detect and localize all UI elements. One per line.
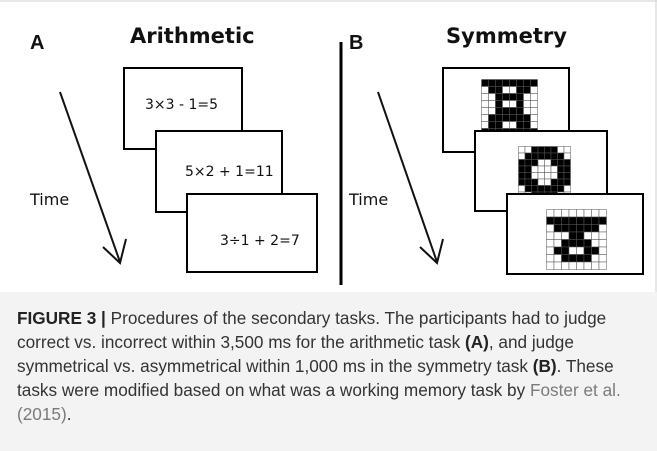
panel-a-label: A xyxy=(30,32,45,54)
panel-a-title: Arithmetic xyxy=(130,24,255,48)
panel-b-title: Symmetry xyxy=(446,24,567,48)
panel-a-time-arrow xyxy=(59,91,127,265)
panel-b-time-label: Time xyxy=(349,190,389,209)
caption-ref-a: (A) xyxy=(464,332,489,352)
panel-divider xyxy=(339,42,343,285)
caption-text-1: Procedures of the secondary tasks. The p… xyxy=(17,308,607,352)
arithmetic-equation-1: 3×3 - 1=5 xyxy=(145,97,219,113)
arithmetic-equation-2: 5×2 + 1=11 xyxy=(185,164,274,180)
caption-citation-link[interactable]: Foster et al. (2015) xyxy=(17,380,621,424)
arithmetic-card-3: 3÷1 + 2=7 xyxy=(186,193,318,273)
pixel-grid-svg xyxy=(546,209,607,270)
panel-a-time-label: Time xyxy=(30,190,70,209)
caption-box xyxy=(0,292,657,451)
caption-ref-b: (B) xyxy=(532,356,557,376)
caption-text-3: . These tasks were modified based on wha… xyxy=(17,356,614,400)
caption-text-4: . xyxy=(66,404,72,424)
panel-b-time-arrow xyxy=(377,91,444,265)
pixel-cell xyxy=(598,261,607,270)
figure-label: FIGURE 3 | xyxy=(17,308,106,328)
symmetry-card-3 xyxy=(506,193,644,275)
symmetry-pattern-3 xyxy=(546,209,607,275)
panel-b-label: B xyxy=(349,32,364,54)
figure-caption: FIGURE 3 | Procedures of the secondary t… xyxy=(17,306,645,426)
arithmetic-equation-3: 3÷1 + 2=7 xyxy=(220,233,300,249)
caption-text-2: , and judge symmetrical vs. asymmetrical… xyxy=(17,332,574,376)
